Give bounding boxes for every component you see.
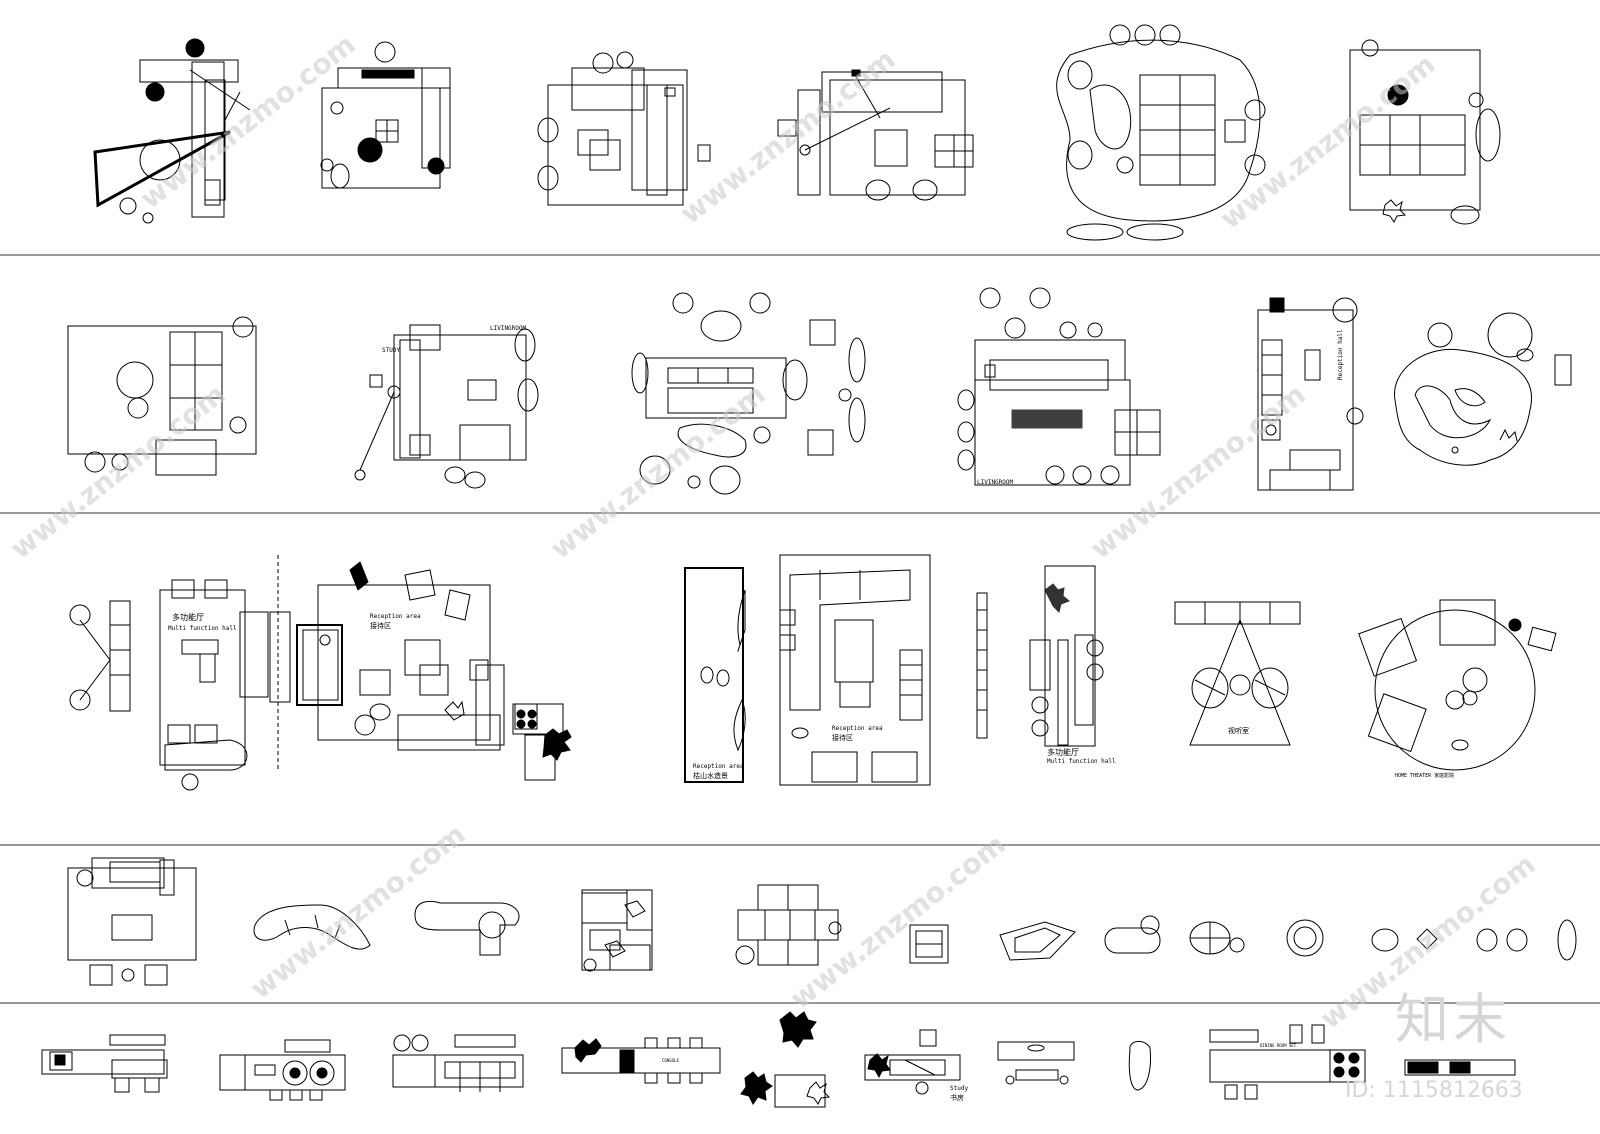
layout-2-2 — [354, 324, 539, 489]
layout-5-4 — [561, 1037, 721, 1084]
layout-5-7 — [997, 1041, 1151, 1091]
watermark-2: www.znzmo.com — [674, 43, 902, 231]
label-study: STUDY — [382, 347, 400, 354]
label-study-cn: 书房 — [950, 1093, 964, 1102]
watermark-3: www.znzmo.com — [1214, 48, 1442, 236]
label-multi-cn-2: 多功能厅 — [1047, 747, 1079, 757]
layout-4-1 — [67, 857, 197, 986]
label-home-theater: HOME THEATER 家庭影院 — [1395, 772, 1454, 779]
label-reception-en-3: Reception area — [693, 763, 744, 770]
layout-3-4 — [684, 554, 931, 786]
layout-2-6 — [1394, 312, 1572, 466]
label-counter: CONSOLE — [662, 1058, 679, 1063]
layout-3-5 — [976, 565, 1104, 747]
labels-group: LIVINGROOM STUDY LIVINGROOM Reception ha… — [168, 325, 1454, 1102]
layout-3-2 — [296, 561, 505, 751]
layout-5-1 — [41, 1034, 168, 1093]
layout-2-5 — [1257, 297, 1364, 491]
label-reception-en-1: Reception area — [370, 613, 421, 620]
label-reception-cn-2: 接待区 — [832, 733, 853, 742]
watermark-8: www.znzmo.com — [784, 828, 1012, 1016]
layout-4-6 — [909, 921, 1076, 964]
layout-5-6 — [864, 1029, 961, 1095]
label-multi-cn-1: 多功能厅 — [172, 612, 204, 622]
layout-3-3 — [512, 703, 572, 781]
layout-2-4 — [957, 287, 1161, 486]
label-livingroom-top: LIVINGROOM — [490, 325, 527, 332]
layout-3-6 — [1174, 601, 1301, 746]
layout-4-4 — [581, 889, 653, 972]
label-livingroom-bottom: LIVINGROOM — [977, 479, 1014, 486]
row-dividers — [0, 254, 1600, 1004]
layout-5-3 — [392, 1034, 524, 1092]
label-multi-en-2: Multi function hall — [1047, 758, 1116, 765]
layout-2-1 — [67, 316, 257, 476]
label-multi-en-1: Multi function hall — [168, 625, 237, 632]
layout-3-7 — [1358, 599, 1557, 771]
layout-4-3 — [414, 901, 520, 956]
brand-id: ID: 1115812663 — [1345, 1078, 1523, 1103]
layout-5-2 — [219, 1039, 346, 1101]
label-video-room: 视听室 — [1228, 726, 1249, 735]
layout-4-7 — [1104, 915, 1577, 961]
layout-5-5 — [740, 1011, 831, 1108]
layout-2-3 — [631, 292, 866, 495]
layout-3-1 — [69, 555, 291, 791]
label-reception-cn-3: 枯山水造景 — [693, 771, 728, 780]
label-reception-cn-1: 接待区 — [370, 621, 391, 630]
layout-1-4 — [777, 69, 974, 201]
layout-1-3 — [537, 51, 711, 206]
label-study-en: Study — [950, 1085, 968, 1092]
watermark-1: www.znzmo.com — [134, 28, 362, 216]
layout-4-2 — [253, 904, 371, 950]
layout-1-2 — [320, 41, 451, 189]
label-dining: DINING ROOM SET — [1260, 1043, 1297, 1048]
label-reception-en-2: Reception area — [832, 725, 883, 732]
watermark-group: www.znzmo.com www.znzmo.com www.znzmo.co… — [4, 28, 1542, 1036]
label-reception-hall: Reception hall — [1337, 329, 1344, 380]
layout-1-5 — [1056, 24, 1266, 241]
layout-4-5 — [735, 884, 842, 966]
layout-1-1 — [93, 38, 251, 224]
layout-1-6 — [1349, 39, 1501, 225]
layout-5-8 — [1209, 1024, 1516, 1100]
watermark-7: www.znzmo.com — [244, 818, 472, 1006]
brand-logo: 知末 — [1395, 988, 1511, 1051]
watermark-4: www.znzmo.com — [4, 378, 232, 566]
